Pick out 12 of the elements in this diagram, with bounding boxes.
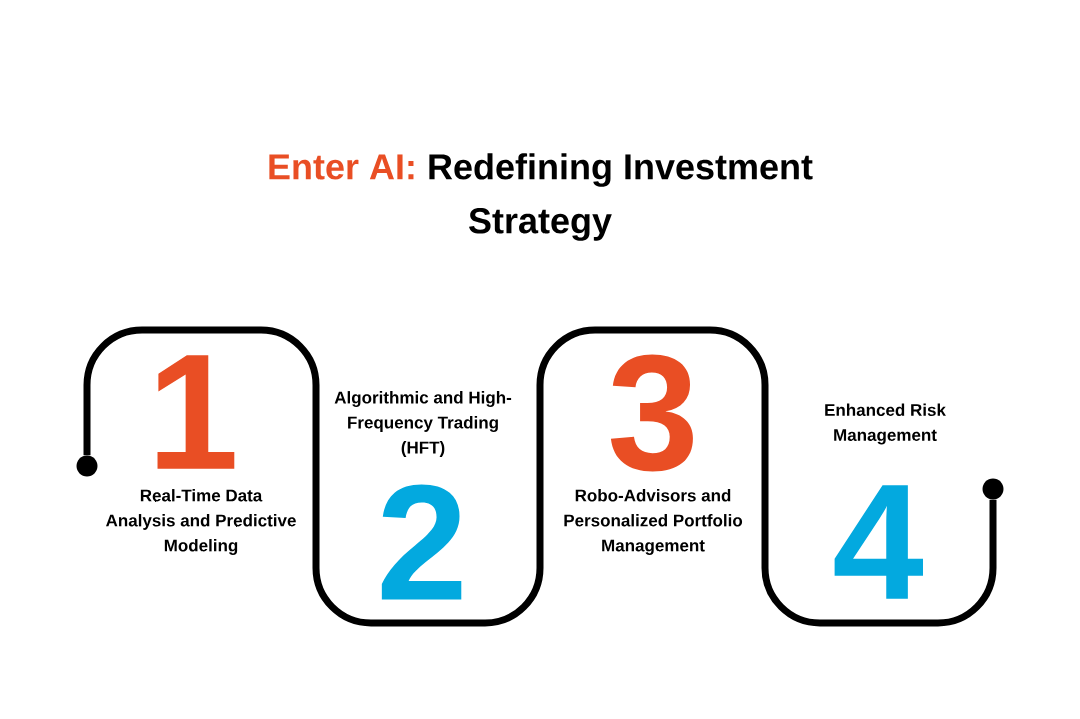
- step-description: Real-Time Data Analysis and Predictive Modeling: [106, 489, 296, 555]
- step-number: 1: [157, 355, 235, 469]
- title: Enter AI: Redefining Investment Strategy: [269, 153, 813, 241]
- step-description: Robo-Advisors and Personalized Portfolio Management: [564, 489, 743, 555]
- step-number: 3: [610, 354, 693, 472]
- dot: [982, 478, 1004, 500]
- step-description: Enhanced Risk Management: [825, 403, 946, 445]
- winding-line: [83, 326, 997, 627]
- step-number: 2: [381, 484, 462, 600]
- dot: [76, 455, 98, 477]
- step-description: Algorithmic and High-Frequency Trading (HFT): [334, 391, 512, 457]
- step-number: 4: [834, 485, 923, 599]
